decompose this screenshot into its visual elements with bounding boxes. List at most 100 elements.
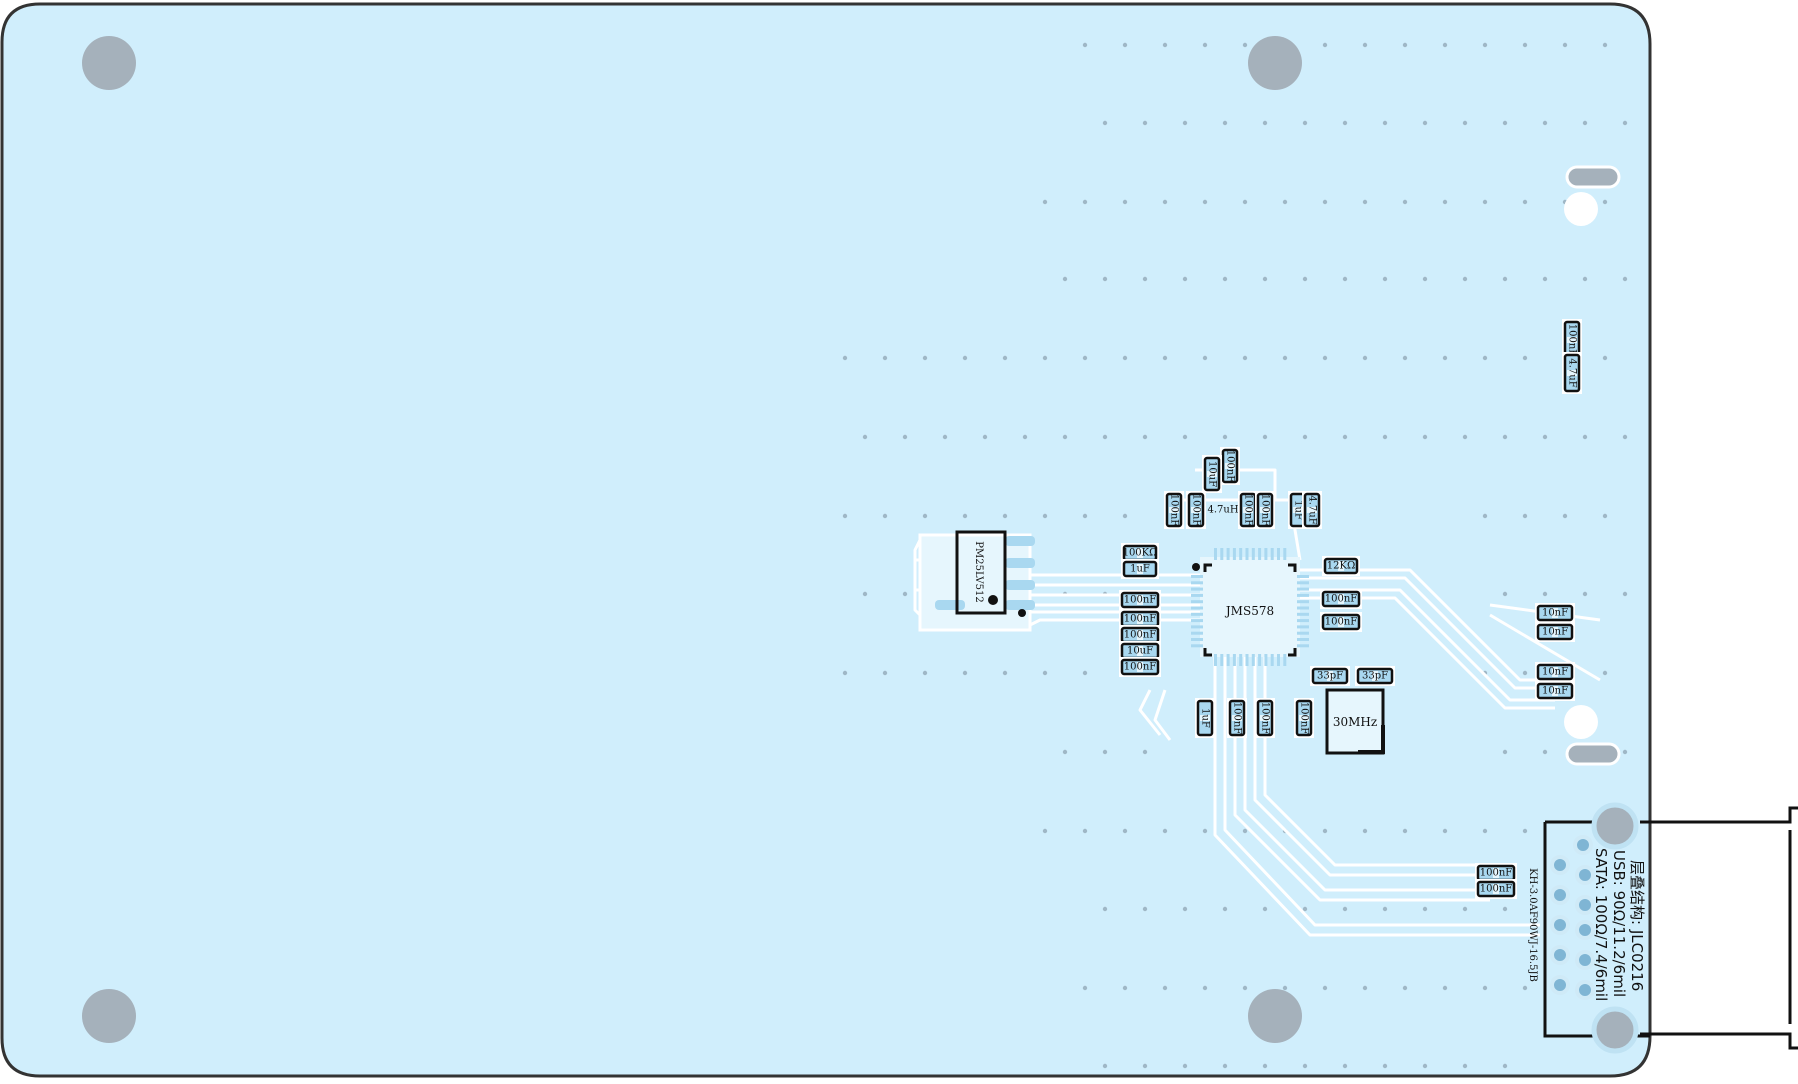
controller-corner-bl (1203, 648, 1212, 657)
via (1602, 513, 1608, 519)
footprint-gap (1137, 646, 1143, 656)
via (1322, 828, 1328, 834)
component-c-left-5: 10uF (1119, 641, 1161, 661)
controller-pin1-dot (1192, 563, 1200, 571)
via (1482, 985, 1488, 991)
via (1482, 828, 1488, 834)
via (1362, 355, 1368, 361)
footprint-gap (1338, 617, 1344, 627)
component-label: 100nF (1480, 868, 1513, 879)
component-label: 1uF (1293, 500, 1304, 520)
via (1542, 120, 1548, 126)
via (1102, 906, 1108, 912)
footprint-gap (1567, 337, 1577, 343)
component-c-sata-1: 10nF (1535, 603, 1575, 623)
component-c-left-4: 100nF (1119, 625, 1161, 645)
via (1422, 276, 1428, 282)
flash-extra-dot (1018, 609, 1026, 617)
component-label: 33pF (1317, 671, 1343, 682)
component-label: 100nF (1260, 702, 1271, 735)
flash-chip: PM25LV512 (918, 530, 1035, 632)
via (1202, 985, 1208, 991)
footprint-gap (1307, 507, 1317, 513)
via (1302, 906, 1308, 912)
controller-pin (1191, 619, 1203, 623)
flash-pad-2 (1005, 558, 1035, 568)
component-r-right-1: 12KΩ (1322, 556, 1360, 576)
via (1202, 199, 1208, 205)
via (922, 355, 928, 361)
via (1442, 199, 1448, 205)
via (962, 355, 968, 361)
via (1382, 906, 1388, 912)
via (1502, 591, 1508, 597)
flash-pad-3 (1005, 580, 1035, 590)
via (1522, 828, 1528, 834)
controller-chip: JMS578 (1191, 548, 1309, 666)
controller-pin (1283, 654, 1287, 666)
via (1602, 670, 1608, 676)
via (1422, 906, 1428, 912)
via (1382, 1063, 1388, 1069)
stackup-notes: 层叠结构: JLC0216 USB: 90Ω/11.2/6mil SATA: 1… (1592, 848, 1646, 1001)
via (1142, 434, 1148, 440)
via (1262, 434, 1268, 440)
via (1162, 355, 1168, 361)
flash-pad-4 (1005, 600, 1035, 610)
connector-mount-top (1591, 802, 1639, 850)
component-c-bot-2: 100nF (1227, 698, 1247, 738)
via (1122, 985, 1128, 991)
controller-pin (1270, 654, 1274, 666)
footprint-gap (1225, 463, 1235, 469)
board-outline (0, 2, 1652, 1078)
via (1162, 985, 1168, 991)
controller-pin (1214, 654, 1217, 666)
footprint-gap (1552, 608, 1558, 618)
footprint-gap (1243, 507, 1253, 513)
via (1462, 906, 1468, 912)
component-top-right-b: 4.7uF (1562, 352, 1582, 394)
via (1502, 749, 1508, 755)
via (1242, 42, 1248, 48)
via (1482, 513, 1488, 519)
via (1342, 276, 1348, 282)
mounting-hole-bottom-mid (1248, 989, 1302, 1043)
component-c-top-1: 100nF (1220, 447, 1240, 485)
connector-pin (1575, 920, 1595, 940)
component-label: 100nF (1191, 494, 1202, 527)
component-label: 4.7uH (1207, 505, 1238, 516)
stackup-line3: SATA: 100Ω/7.4/6mil (1592, 848, 1610, 1001)
controller-pin (1297, 587, 1309, 591)
via (1102, 120, 1108, 126)
via (1182, 906, 1188, 912)
component-label: 100nF (1243, 494, 1254, 527)
footprint-gap (1372, 671, 1378, 681)
hole-bottom-right (1564, 705, 1598, 739)
controller-pin (1191, 593, 1203, 597)
via (1222, 1063, 1228, 1069)
via (862, 434, 868, 440)
via (1182, 434, 1188, 440)
component-c-sata-2: 10nF (1535, 622, 1575, 642)
via (1582, 276, 1588, 282)
controller-pin (1214, 548, 1217, 560)
via (1542, 749, 1548, 755)
controller-pin (1297, 619, 1309, 623)
component-label: 12KΩ (1327, 561, 1356, 572)
via (1142, 1063, 1148, 1069)
component-label: 100KΩ (1123, 548, 1158, 559)
controller-pin (1297, 638, 1309, 641)
connector-mount-bottom (1591, 1006, 1639, 1054)
via (1362, 42, 1368, 48)
via (1242, 199, 1248, 205)
footprint-gap (1299, 715, 1309, 721)
via (1182, 1063, 1188, 1069)
via (1262, 906, 1268, 912)
component-label: 100nF (1225, 450, 1236, 483)
controller-pin (1297, 606, 1309, 610)
via (842, 670, 848, 676)
controller-pin (1239, 548, 1243, 560)
footprint-gap (1493, 884, 1499, 894)
via (1002, 355, 1008, 361)
